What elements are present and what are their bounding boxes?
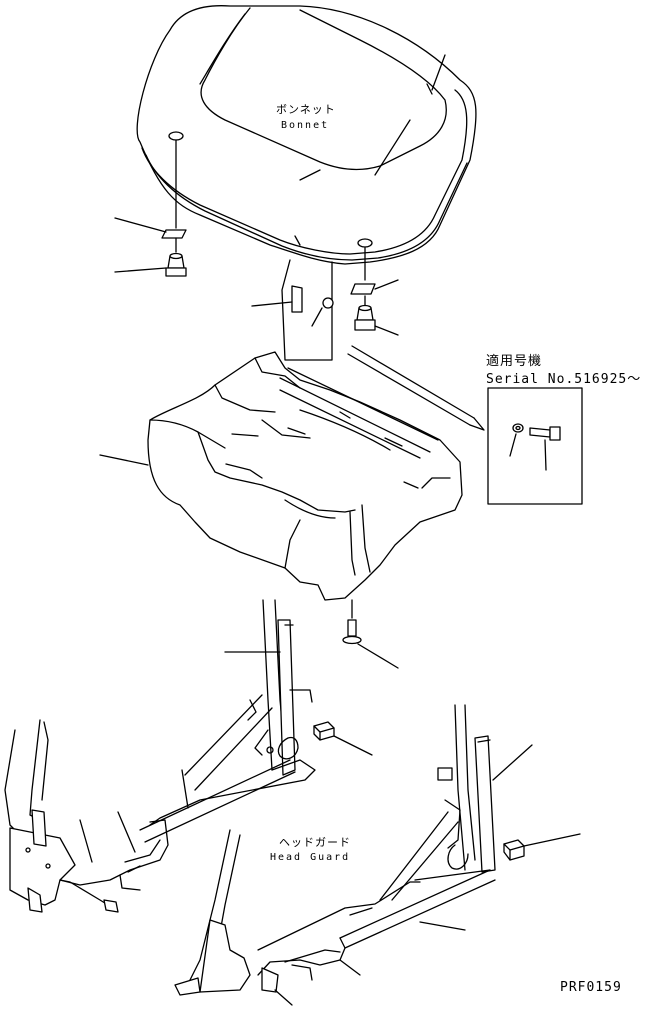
serial-arrow <box>347 345 485 431</box>
drawing-code: PRF0159 <box>560 980 622 995</box>
applicable-label-jp: 適用号機 <box>486 354 543 369</box>
serial-detail-box <box>487 387 583 505</box>
bonnet-mount-right <box>350 247 399 336</box>
bonnet-label-jp: ボンネット <box>276 103 336 116</box>
bonnet-mount-left <box>114 139 187 277</box>
head-guard-right <box>174 704 533 1006</box>
bonnet <box>136 5 477 265</box>
frame-bolt <box>342 599 399 669</box>
cover-frame <box>99 351 463 601</box>
bonnet-bracket <box>251 259 334 361</box>
head-guard-label-en: Head Guard <box>270 852 351 863</box>
stopper-right <box>503 833 581 861</box>
bonnet-label-en: Bonnet <box>281 120 330 131</box>
head-guard-left <box>4 599 316 913</box>
stopper-left <box>313 721 373 756</box>
serial-number-label: Serial No.516925～ <box>486 372 642 387</box>
head-guard-label-jp: ヘッドガード <box>279 836 351 849</box>
